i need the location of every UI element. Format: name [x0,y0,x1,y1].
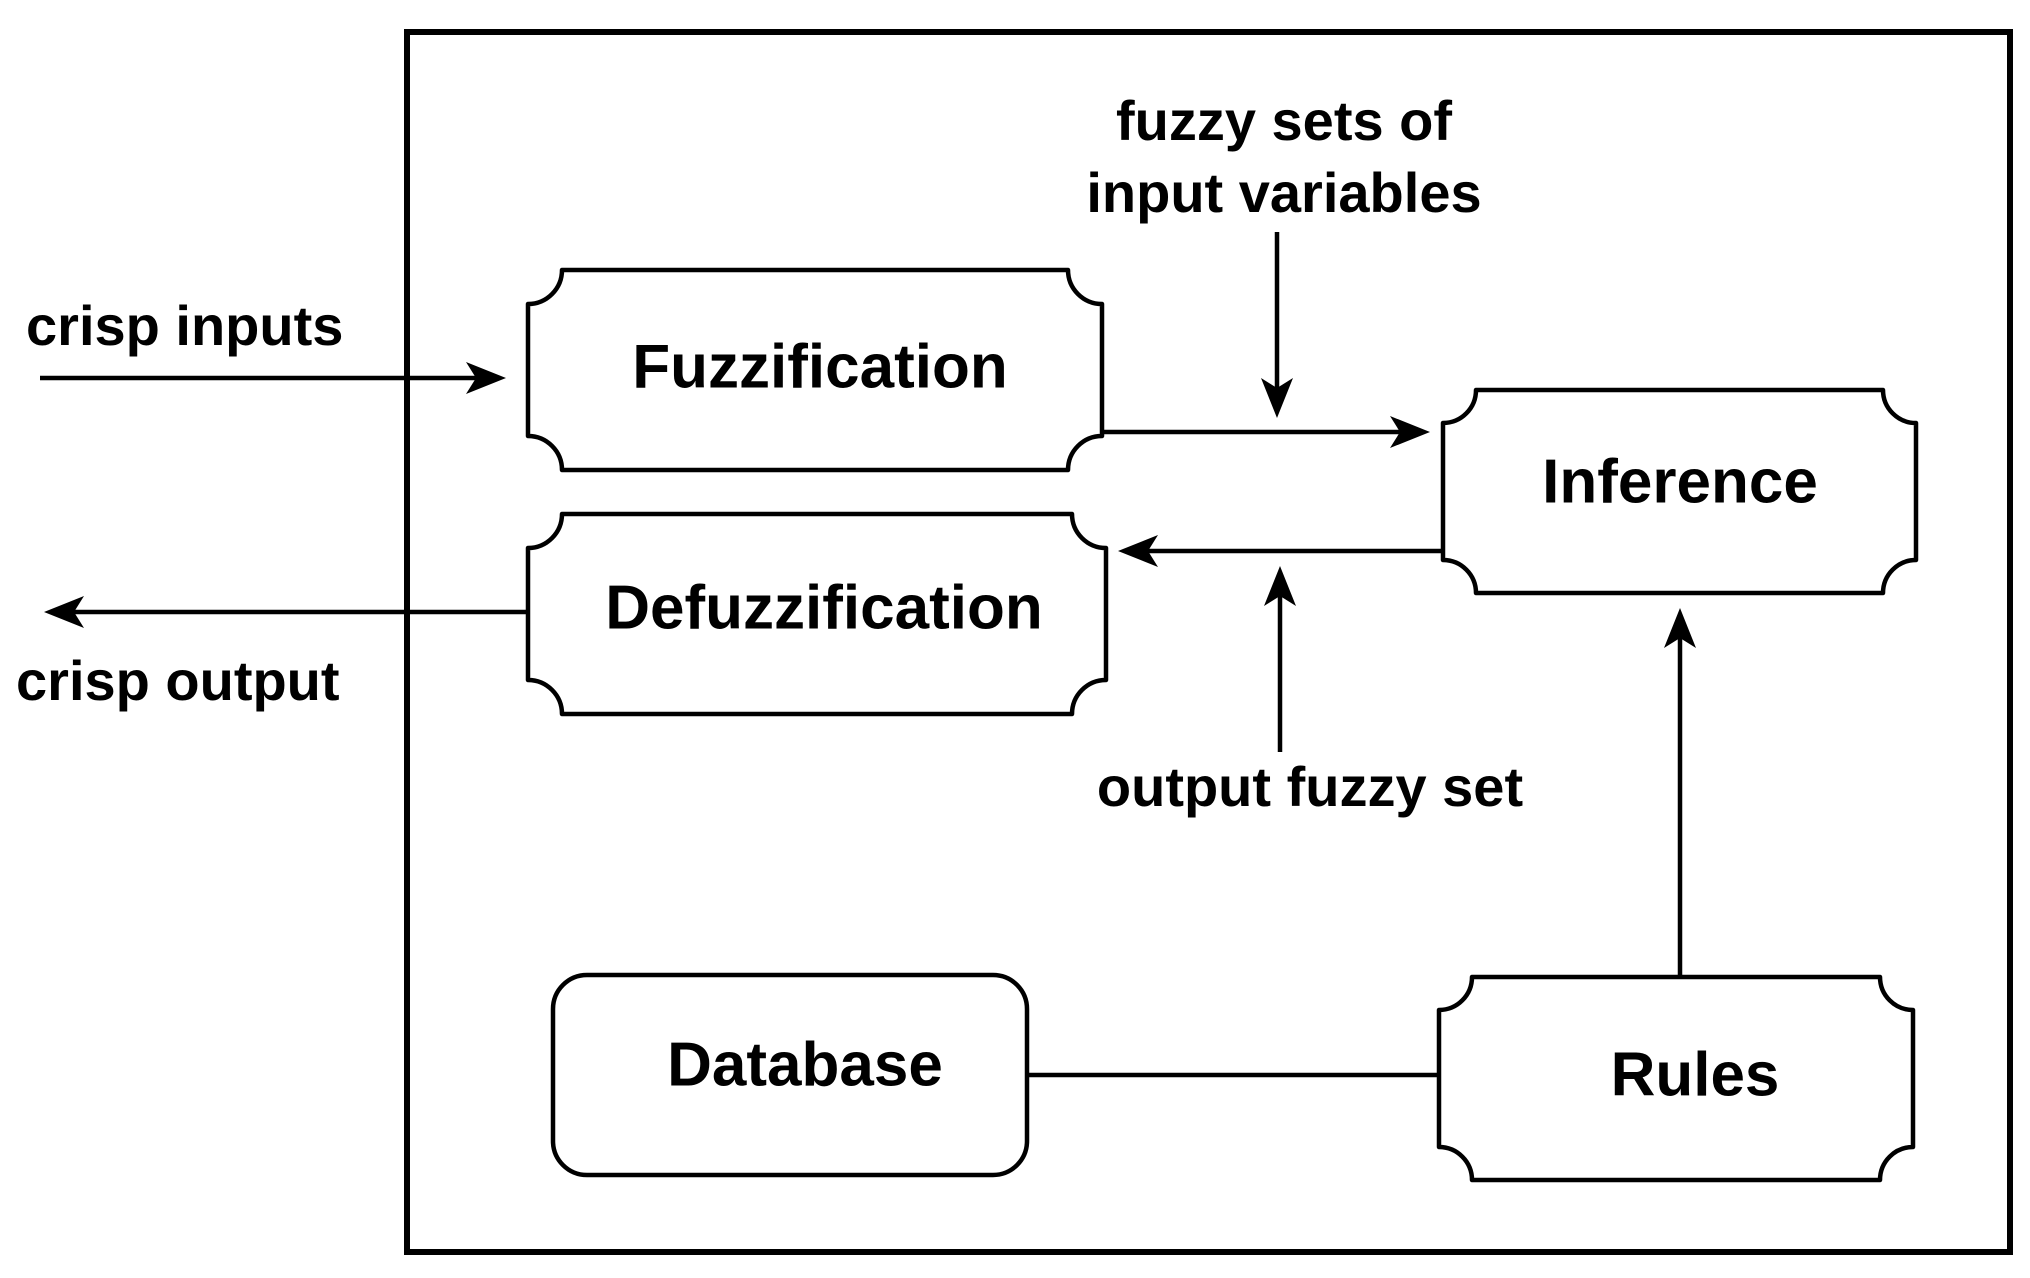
inference-block [1440,387,1919,596]
inference-to-defuzzification-arrowhead [1118,535,1158,567]
rules-to-inference-arrowhead [1664,608,1696,648]
defuzzification-label: Defuzzification [605,573,1042,642]
crisp-output-arrowhead [44,596,84,628]
crisp-inputs-arrowhead [466,362,506,394]
fuzzy-sets-pointer-head [1261,378,1293,418]
fuzzy-sets-label-line2: input variables [1086,161,1481,224]
fuzzy-sets-label-line1: fuzzy sets of [1116,89,1452,152]
database-label: Database [667,1030,943,1099]
crisp-output-label: crisp output [16,649,340,712]
defuzzification-block [525,511,1109,717]
output-fuzzy-set-label: output fuzzy set [1097,755,1523,818]
inference-label: Inference [1542,447,1818,516]
fuzzification-label: Fuzzification [632,332,1007,401]
crisp-inputs-label: crisp inputs [26,294,343,357]
fuzzification-block [525,267,1105,473]
rules-label: Rules [1611,1040,1780,1109]
rules-block [1436,974,1916,1183]
system-boundary [404,29,2013,1255]
output-fuzzy-set-pointer-head [1264,566,1296,606]
fuzzification-to-inference-arrowhead [1390,416,1430,448]
